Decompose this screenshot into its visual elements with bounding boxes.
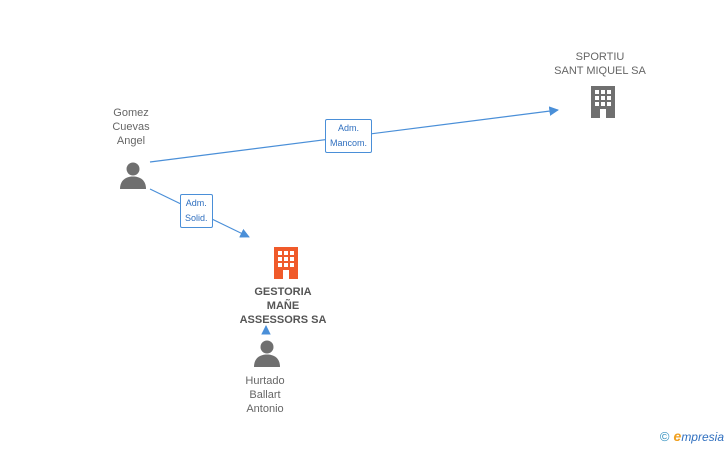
node-label-hurtado: Hurtado Ballart Antonio — [245, 375, 285, 415]
empresia-logo: empresia — [673, 428, 724, 444]
edge-label-gomez-sportiu[interactable]: Adm. Mancom. — [325, 119, 373, 153]
building-icon[interactable] — [586, 84, 620, 118]
edge-label-gomez-gestoria[interactable]: Adm. Solid. — [180, 194, 213, 228]
node-label-sportiu: SPORTIU SANT MIQUEL SA — [554, 51, 646, 77]
node-label-gestoria: GESTORIA MAÑE ASSESSORS SA — [239, 286, 327, 326]
person-icon[interactable] — [118, 160, 148, 190]
person-icon[interactable] — [252, 338, 282, 368]
building-icon-main[interactable] — [269, 245, 303, 279]
node-label-gomez: Gomez Cuevas Angel — [112, 107, 150, 147]
footer-brand[interactable]: © empresia — [660, 428, 724, 444]
copyright-symbol: © — [659, 428, 670, 444]
